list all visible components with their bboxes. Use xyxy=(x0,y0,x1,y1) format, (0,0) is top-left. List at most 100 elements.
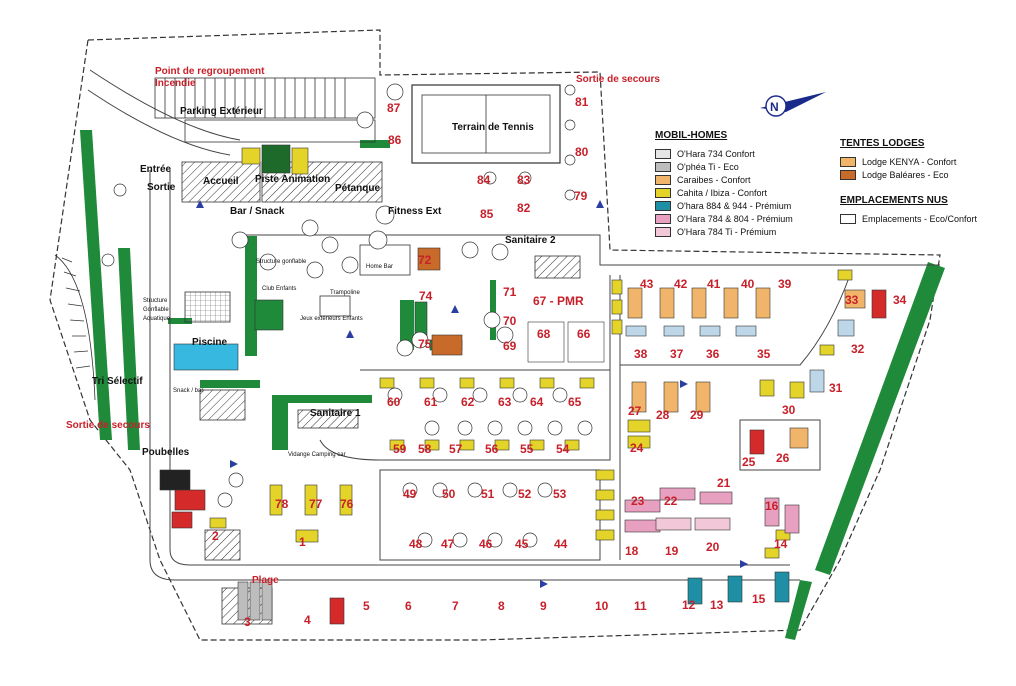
aqua-structure xyxy=(184,291,231,323)
plot-number: 36 xyxy=(706,347,720,361)
label-pmr: 67 - PMR xyxy=(533,294,584,308)
plot-number: 35 xyxy=(757,347,771,361)
plot-2-building xyxy=(204,529,241,561)
plot-number: 59 xyxy=(393,442,407,456)
plot-number: 27 xyxy=(628,404,642,418)
legend-swatch xyxy=(655,200,671,211)
label-sortie-secours-left: Sortie de secours xyxy=(66,420,150,431)
plot-number: 22 xyxy=(664,494,678,508)
label-incendie: Incendie xyxy=(155,78,196,89)
plot-number: 49 xyxy=(403,487,417,501)
plot-number: 71 xyxy=(503,285,517,299)
label-structure-aqua-3: Aquatique xyxy=(143,316,171,322)
legend-swatch xyxy=(655,174,671,185)
plot-number: 84 xyxy=(477,173,491,187)
legend-mobil-homes-title: MOBIL-HOMES xyxy=(655,130,728,141)
green-hedges xyxy=(80,130,945,640)
plot-number: 46 xyxy=(479,537,493,551)
legend-label: Caraibes - Confort xyxy=(677,174,751,185)
plot-number: 53 xyxy=(553,487,567,501)
plot-number: 50 xyxy=(442,487,456,501)
plot-number: 37 xyxy=(670,347,684,361)
label-jeux-enfants: Jeux extérieurs Enfants xyxy=(300,316,363,322)
label-accueil: Accueil xyxy=(203,176,239,187)
plot-number: 33 xyxy=(845,293,859,307)
legend-row-tentes-0: Lodge KENYA - Confort xyxy=(840,155,1010,168)
pool xyxy=(173,343,239,371)
plot-number: 1 xyxy=(299,535,306,549)
plot-number: 24 xyxy=(630,441,644,455)
plot-number: 64 xyxy=(530,395,544,409)
plot-number: 58 xyxy=(418,442,432,456)
plot-number: 83 xyxy=(517,173,531,187)
label-club-enfants: Club Enfants xyxy=(262,286,296,292)
plot-number: 52 xyxy=(518,487,532,501)
label-structure-aqua-1: Structure xyxy=(143,298,168,304)
plot-number: 69 xyxy=(503,339,517,353)
legend-label: O'hara 884 & 944 - Prémium xyxy=(677,200,792,211)
legend-row-mobil_homes-4: O'hara 884 & 944 - Prémium xyxy=(655,199,835,212)
legend-swatch xyxy=(655,226,671,237)
label-sanitaire2: Sanitaire 2 xyxy=(505,235,556,246)
legend-row-mobil_homes-1: O'phéa Ti - Eco xyxy=(655,160,835,173)
legend-tentes-title: TENTES LODGES xyxy=(840,138,925,149)
label-piscine: Piscine xyxy=(192,337,227,348)
legend-swatch xyxy=(840,169,856,180)
label-petanque: Pétanque xyxy=(335,183,380,194)
legend-row-mobil_homes-3: Cahita / Ibiza - Confort xyxy=(655,186,835,199)
legend-swatch xyxy=(655,187,671,198)
label-poubelles: Poubelles xyxy=(142,447,190,458)
north-arrow-letter: N xyxy=(770,100,779,114)
legend-label: Lodge Baléares - Eco xyxy=(862,169,949,180)
plot-number: 66 xyxy=(577,327,591,341)
plot-number: 86 xyxy=(388,133,402,147)
plot-number: 5 xyxy=(363,599,370,613)
plot-number: 10 xyxy=(595,599,609,613)
legend-row-mobil_homes-0: O'Hara 734 Confort xyxy=(655,147,835,160)
plot-number: 41 xyxy=(707,277,721,291)
plot-number: 12 xyxy=(682,598,696,612)
plot-number: 74 xyxy=(419,289,433,303)
legend-row-mobil_homes-5: O'Hara 784 & 804 - Prémium xyxy=(655,212,835,225)
legend-swatch xyxy=(840,213,856,224)
plot-number: 8 xyxy=(498,599,505,613)
sanitaire2-building xyxy=(534,255,581,279)
home-bar-building xyxy=(359,244,411,276)
plot-number: 23 xyxy=(631,494,645,508)
legend-swatch xyxy=(840,156,856,167)
plot-number: 55 xyxy=(520,442,534,456)
plot-number: 39 xyxy=(778,277,792,291)
plot-number: 47 xyxy=(441,537,455,551)
plot-number: 80 xyxy=(575,145,589,159)
label-parking: Parking Extérieur xyxy=(180,106,263,117)
legend-label: O'Hara 734 Confort xyxy=(677,148,755,159)
plot-number: 72 xyxy=(418,253,432,267)
plot-number: 25 xyxy=(742,455,756,469)
mobilhomes-premium xyxy=(237,319,855,621)
label-structure-aqua-2: Gonflable xyxy=(143,307,169,313)
legend-row-emplacements-0: Emplacements - Eco/Confort xyxy=(840,212,1010,225)
label-bar-snack: Bar / Snack xyxy=(230,206,285,217)
plot-number: 87 xyxy=(387,101,401,115)
snack-building xyxy=(199,389,246,421)
buildings xyxy=(181,161,581,625)
plot-number: 62 xyxy=(461,395,475,409)
plot-number: 75 xyxy=(418,337,432,351)
parking-area xyxy=(154,77,376,143)
plot-number: 20 xyxy=(706,540,720,554)
plot-number: 43 xyxy=(640,277,654,291)
plot-number: 15 xyxy=(752,592,766,606)
plot-number: 26 xyxy=(776,451,790,465)
plot-number: 63 xyxy=(498,395,512,409)
plot-number: 85 xyxy=(480,207,494,221)
plot-number: 76 xyxy=(340,497,354,511)
plot-number: 48 xyxy=(409,537,423,551)
plot-number: 40 xyxy=(741,277,755,291)
plot-number: 65 xyxy=(568,395,582,409)
plot-number: 34 xyxy=(893,293,907,307)
plot-number: 78 xyxy=(275,497,289,511)
plot-number: 11 xyxy=(634,599,647,613)
